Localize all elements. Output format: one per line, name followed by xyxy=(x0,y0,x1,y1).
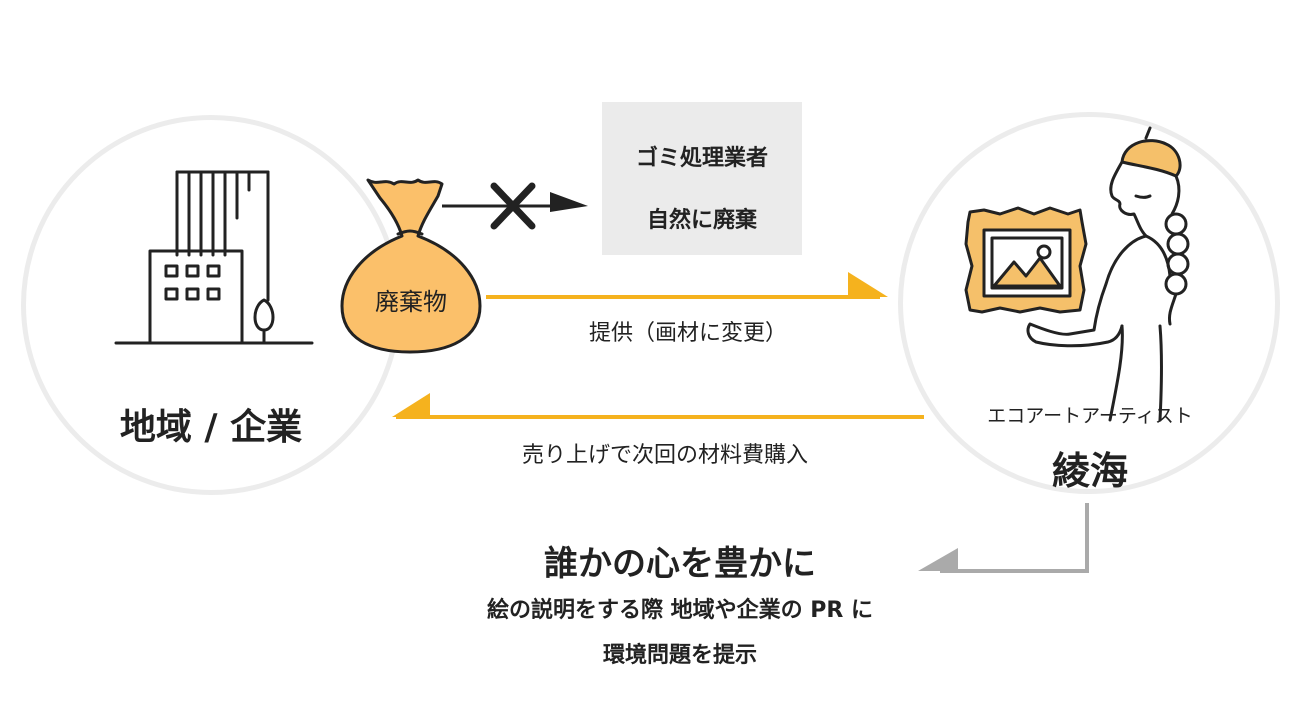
outcome-line1: 絵の説明をする際 地域や企業の PR に xyxy=(486,598,874,623)
cross-icon xyxy=(490,182,536,230)
trash-bag-icon xyxy=(340,178,482,354)
provide-arrow xyxy=(486,272,888,299)
disposal-line2: 自然に廃棄 xyxy=(646,208,757,233)
provide-arrow-label: 提供（画材に変更） xyxy=(588,321,787,346)
artist-illustration xyxy=(964,126,1190,422)
return-arrow-label: 売り上げで次回の材料費購入 xyxy=(521,443,808,468)
left-node-label: 地域 / 企業 xyxy=(119,407,303,448)
disposal-box xyxy=(602,102,802,255)
disposal-line1: ゴミ処理業者 xyxy=(635,146,768,171)
outcome-arrow xyxy=(918,503,1089,573)
return-arrow xyxy=(392,393,924,419)
waste-bag-label: 廃棄物 xyxy=(375,288,447,316)
outcome-headline: 誰かの心を豊かに xyxy=(544,544,816,584)
artist-role: エコアートアーティスト xyxy=(987,405,1193,427)
outcome-line2: 環境問題を提示 xyxy=(602,643,757,668)
artist-name: 綾海 xyxy=(1051,449,1128,493)
blocked-arrow xyxy=(442,182,588,230)
building-icon xyxy=(114,170,314,345)
right-node-circle xyxy=(898,112,1280,494)
